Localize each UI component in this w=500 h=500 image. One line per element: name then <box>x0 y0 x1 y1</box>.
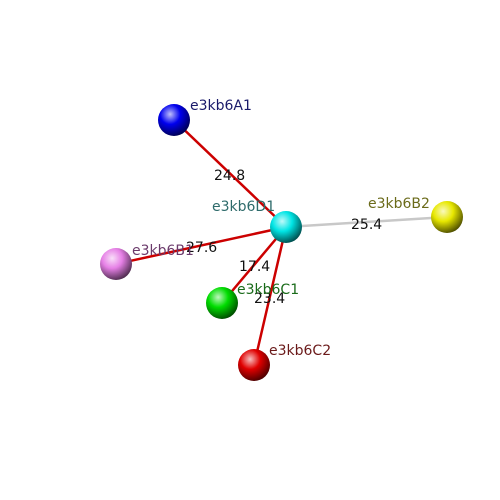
edge-d1-b1 <box>114 225 288 266</box>
node-label-d1: e3kb6D1 <box>212 199 275 215</box>
node-b1[interactable] <box>100 248 132 280</box>
node-d1[interactable] <box>270 211 302 243</box>
edge-label-d1-a1: 24.8 <box>214 168 245 184</box>
node-b2[interactable] <box>431 201 463 233</box>
edge-label-d1-b2: 25.4 <box>351 217 382 233</box>
edge-d1-c1 <box>220 225 288 305</box>
edge-label-d1-c1: 17.4 <box>239 259 270 275</box>
node-label-a1: e3kb6A1 <box>190 98 252 114</box>
node-c2[interactable] <box>238 349 270 381</box>
node-label-c2: e3kb6C2 <box>269 343 331 359</box>
node-label-b2: e3kb6B2 <box>368 196 430 212</box>
node-a1[interactable] <box>158 104 190 136</box>
edge-label-d1-c2: 23.4 <box>254 291 285 307</box>
node-label-b1: e3kb6B1 <box>132 243 194 259</box>
edge-d1-c2 <box>252 225 288 367</box>
edge-d1-b2 <box>284 215 449 229</box>
edge-d1-a1 <box>172 118 288 229</box>
node-label-c1: e3kb6C1 <box>237 282 299 298</box>
node-c1[interactable] <box>206 287 238 319</box>
edge-label-d1-b1: 27.6 <box>186 240 217 256</box>
